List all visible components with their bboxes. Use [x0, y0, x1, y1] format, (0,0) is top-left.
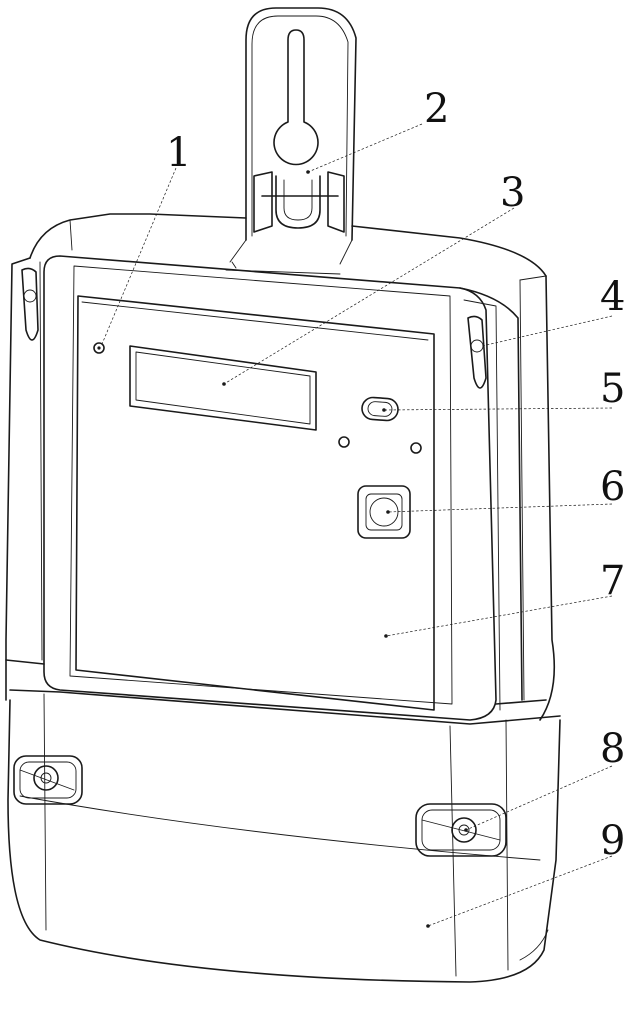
optical-port [361, 396, 399, 422]
callout-9: 9 [600, 818, 625, 864]
leader-lines [101, 123, 613, 928]
pulse-led-right [410, 442, 422, 454]
callout-8: 8 [600, 726, 625, 772]
bottom-seal-screws [13, 755, 507, 857]
callout-3: 3 [500, 170, 525, 216]
callout-5: 5 [600, 366, 625, 412]
push-button [357, 485, 411, 539]
callout-2: 2 [424, 86, 449, 132]
lcd-window [129, 345, 317, 431]
callout-1: 1 [166, 130, 191, 176]
terminal-cover [7, 693, 561, 983]
meter-body [5, 213, 561, 725]
top-seal-screws [21, 267, 487, 389]
pulse-led-left [338, 436, 350, 448]
callout-7: 7 [600, 558, 625, 604]
callout-6: 6 [600, 464, 625, 510]
indicator-led [93, 342, 105, 354]
callout-4: 4 [600, 274, 625, 320]
hanging-bracket [225, 7, 357, 275]
callout-labels: 1 2 3 4 5 6 7 8 9 [166, 86, 625, 864]
